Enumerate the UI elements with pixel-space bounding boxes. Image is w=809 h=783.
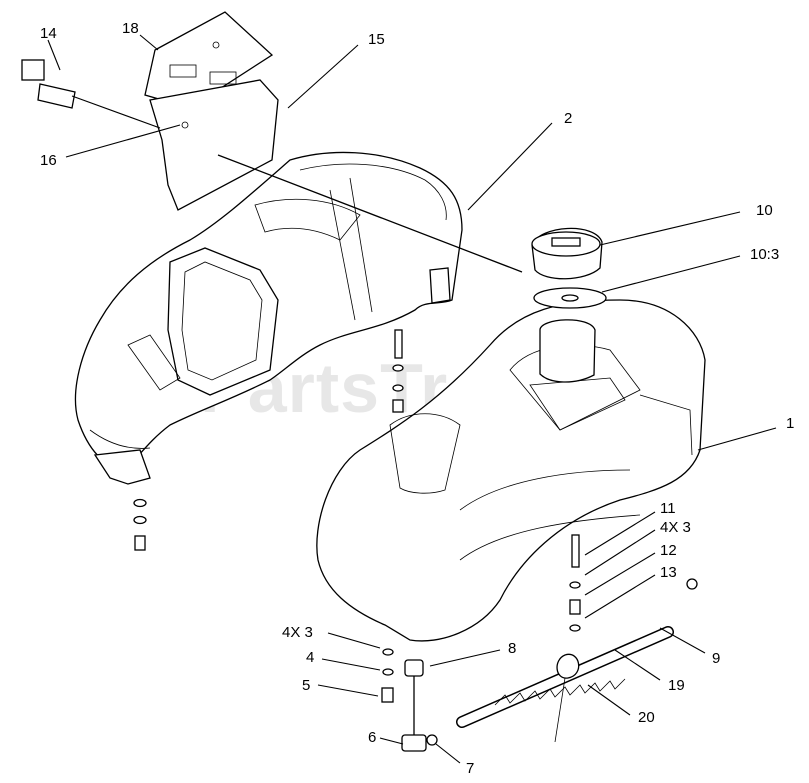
bushing-part-8 [404, 659, 424, 677]
callout-10: 10 [756, 202, 773, 219]
callout-5: 5 [302, 677, 310, 694]
fender-right-hardware [392, 329, 404, 413]
callout-15: 15 [368, 31, 385, 48]
spring-part-19 [494, 678, 626, 706]
gasket-part-10-3 [533, 287, 607, 309]
bracket-part-15 [149, 79, 279, 211]
callout-8: 8 [508, 640, 516, 657]
cable-tie-part-20 [554, 653, 580, 743]
callout-1: 1 [786, 415, 794, 432]
fender-left-hardware [133, 498, 147, 551]
switch-part-14 [21, 59, 161, 129]
leader-lines [47, 34, 777, 764]
callout-12: 12 [660, 542, 677, 559]
rod [217, 154, 523, 273]
fuel-tank-part-1 [316, 299, 706, 642]
callout-20: 20 [638, 709, 655, 726]
shutoff-valve-part-6 [401, 676, 438, 752]
fender-body-part-2 [74, 151, 463, 485]
callout-4x3-right: 4X 3 [660, 519, 691, 536]
callout-14: 14 [40, 25, 57, 42]
callout-2: 2 [564, 110, 572, 127]
callout-7: 7 [466, 760, 474, 777]
fuel-cap-part-10 [531, 227, 603, 280]
callout-labels: 14 18 15 2 16 10 10:3 1 11 4X 3 12 13 9 … [40, 20, 794, 777]
callout-4x3-left: 4X 3 [282, 624, 313, 641]
callout-13: 13 [660, 564, 677, 581]
decal-plate-part-18 [144, 11, 274, 109]
callout-11: 11 [660, 500, 676, 517]
callout-6: 6 [368, 729, 376, 746]
callout-16: 16 [40, 152, 57, 169]
callout-18: 18 [122, 20, 139, 37]
tank-left-hardware [381, 648, 394, 703]
callout-19: 19 [668, 677, 685, 694]
callout-9: 9 [712, 650, 720, 667]
callout-10-3: 10:3 [750, 246, 779, 263]
callout-4: 4 [306, 649, 314, 666]
tank-right-hardware [569, 534, 698, 632]
